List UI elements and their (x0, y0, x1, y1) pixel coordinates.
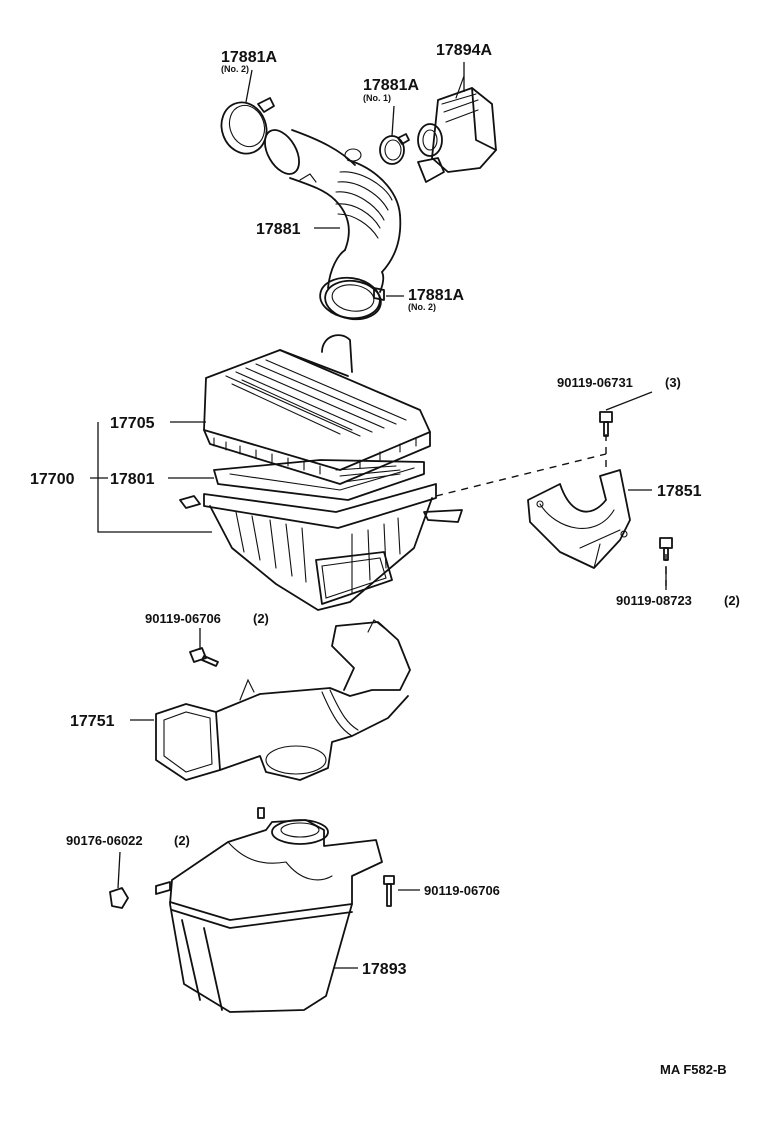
label-hose: 17881 (256, 221, 301, 238)
dashed-line-case-bracket (435, 453, 607, 497)
note-clamp-no1: (No. 1) (363, 93, 391, 103)
resonator-drawing (155, 807, 383, 1013)
bolt-bracket-drawing (659, 537, 673, 561)
label-resonator: 17893 (362, 961, 407, 978)
label-duct: 17751 (70, 713, 115, 730)
label-bolt-top-right: 90119-06731 (557, 375, 633, 390)
note-clamp-bottom: (No. 2) (408, 302, 436, 312)
qty-bolt-top-right: (3) (665, 375, 681, 390)
clamp-top-left-drawing (220, 97, 275, 155)
qty-bolt-duct: (2) (253, 611, 269, 626)
label-nut: 90176-06022 (66, 833, 143, 848)
qty-nut: (2) (174, 833, 190, 848)
qty-bolt-bracket: (2) (724, 593, 740, 608)
label-bolt-duct: 90119-06706 (145, 611, 221, 626)
cap-drawing (203, 334, 431, 485)
leader-lines (90, 62, 667, 969)
label-clamp-top-left: 17881A (221, 49, 277, 66)
label-bolt-bracket: 90119-08723 (616, 593, 692, 608)
label-assembly: 17700 (30, 471, 75, 488)
label-bracket: 17851 (657, 483, 702, 500)
meter-drawing (417, 75, 497, 183)
bolt-duct-drawing (189, 647, 219, 667)
clamp-no1-drawing (379, 133, 410, 165)
element-drawing (213, 459, 425, 501)
case-drawing (179, 483, 463, 611)
duct-drawing (155, 619, 411, 781)
bolt-resonator-drawing (383, 875, 395, 907)
label-element: 17801 (110, 471, 155, 488)
label-clamp-bottom: 17881A (408, 287, 464, 304)
nut-drawing (109, 887, 129, 909)
hose-drawing (264, 129, 402, 321)
label-meter: 17894A (436, 42, 492, 59)
label-cap: 17705 (110, 415, 155, 432)
clamp-bottom-drawing (319, 276, 385, 320)
figure-code: MA F582-B (660, 1062, 727, 1077)
label-bolt-resonator: 90119-06706 (424, 883, 500, 898)
bolt-top-right-drawing (599, 411, 613, 437)
bracket-drawing (527, 469, 631, 569)
note-clamp-top-left: (No. 2) (221, 64, 249, 74)
label-clamp-no1: 17881A (363, 77, 419, 94)
